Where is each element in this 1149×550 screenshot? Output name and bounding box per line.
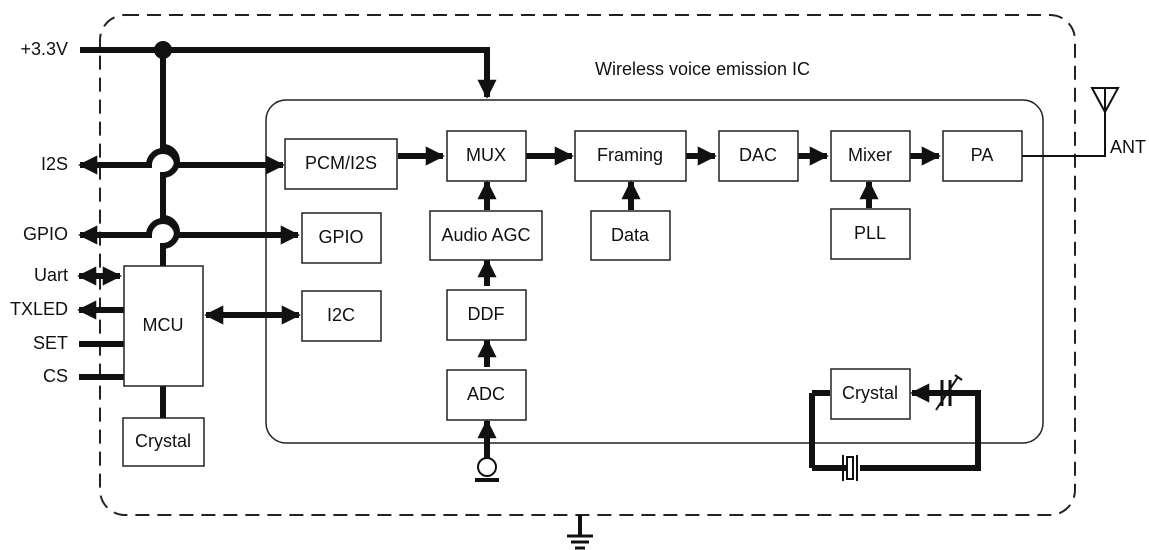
- pin-label-gpio: GPIO: [23, 224, 68, 244]
- gpio-block: GPIO: [301, 212, 382, 264]
- pin-label-set: SET: [33, 333, 68, 353]
- microphone-icon: [475, 457, 499, 482]
- gpio-label: GPIO: [318, 227, 363, 247]
- i2c-label: I2C: [327, 305, 355, 325]
- ddf-label: DDF: [468, 304, 505, 324]
- i2s-line: [78, 148, 285, 175]
- data-label: Data: [611, 225, 650, 245]
- mixer-label: Mixer: [848, 145, 892, 165]
- pa-block: PA: [942, 130, 1023, 182]
- antenna-label: ANT: [1110, 137, 1146, 157]
- audio-agc-block: Audio AGC: [429, 210, 543, 261]
- antenna-icon: [1090, 87, 1120, 115]
- pin-label-i2s: I2S: [41, 154, 68, 174]
- pin-label-power: +3.3V: [20, 39, 68, 59]
- mcu-block: MCU: [123, 265, 204, 387]
- adc-block: ADC: [446, 369, 527, 421]
- pa-label: PA: [971, 145, 994, 165]
- pll-block: PLL: [830, 208, 911, 260]
- pin-label-txled: TXLED: [10, 299, 68, 319]
- framing-block: Framing: [574, 130, 687, 182]
- pin-label-cs: CS: [43, 366, 68, 386]
- i2c-block: I2C: [301, 290, 382, 342]
- gpio-line: [78, 218, 300, 245]
- ic-title: Wireless voice emission IC: [595, 59, 810, 79]
- ground-icon: [567, 515, 593, 550]
- framing-label: Framing: [597, 145, 663, 165]
- mcu-crystal-block: Crystal: [122, 417, 205, 467]
- dac-label: DAC: [739, 145, 777, 165]
- quartz-crystal-icon: [842, 455, 858, 481]
- variable-capacitor-icon: [935, 374, 963, 411]
- ic-crystal-block: Crystal: [830, 368, 911, 420]
- mcu-label: MCU: [143, 315, 184, 335]
- data-block: Data: [590, 210, 671, 261]
- pcm-i2s-block: PCM/I2S: [284, 138, 398, 190]
- mux-block: MUX: [446, 130, 527, 182]
- ddf-block: DDF: [446, 289, 527, 341]
- pa-to-antenna-line: [1022, 98, 1106, 157]
- adc-label: ADC: [467, 384, 505, 404]
- pin-label-uart: Uart: [34, 265, 68, 285]
- ic-boundary: [265, 99, 1044, 444]
- mux-label: MUX: [466, 145, 506, 165]
- mixer-block: Mixer: [830, 130, 911, 182]
- pcm-i2s-label: PCM/I2S: [305, 153, 377, 173]
- module-boundary: [99, 14, 1076, 516]
- ic-crystal-label: Crystal: [842, 383, 898, 403]
- pll-label: PLL: [854, 223, 886, 243]
- crystal-loop-right: [860, 390, 981, 471]
- mcu-crystal-label: Crystal: [135, 431, 191, 451]
- audio-agc-label: Audio AGC: [441, 225, 530, 245]
- dac-block: DAC: [718, 130, 799, 182]
